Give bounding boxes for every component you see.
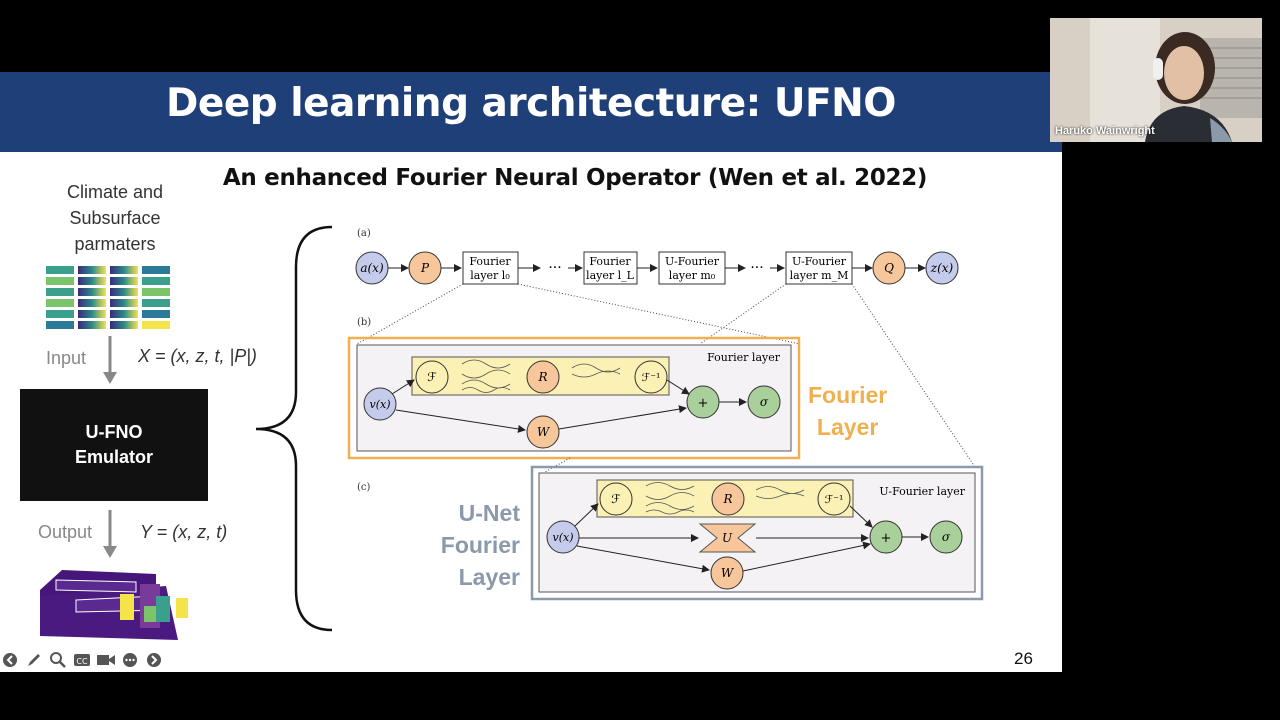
svg-text:ℱ: ℱ [611, 492, 621, 506]
input-arrow [103, 336, 117, 384]
svg-text:v(x): v(x) [552, 531, 573, 544]
climate-parameters-label: Climate and Subsurface parmaters [40, 179, 190, 257]
svg-text:ℱ: ℱ [427, 370, 437, 384]
input-equation: X = (x, z, t, |P|) [138, 346, 257, 366]
svg-text:Fourier: Fourier [589, 255, 631, 268]
slide-subtitle: An enhanced Fourier Neural Operator (Wen… [222, 165, 928, 191]
svg-text:W: W [721, 566, 735, 580]
svg-text:U-Fourier: U-Fourier [665, 255, 720, 268]
parameter-heatmap [46, 266, 170, 329]
svg-text:ℱ⁻¹: ℱ⁻¹ [825, 493, 844, 506]
svg-text:R: R [722, 492, 732, 506]
box-fourier-layer-lL [583, 251, 638, 285]
box-ufourier-layer-mM [785, 251, 853, 285]
node-p-label: P [420, 261, 430, 275]
presentation-toolbar: CC [0, 650, 164, 670]
camera-icon[interactable] [96, 650, 116, 670]
fourier-layer-caption: Fourier layer [707, 351, 781, 364]
svg-text:+: + [881, 531, 892, 546]
svg-text:ℱ⁻¹: ℱ⁻¹ [642, 371, 661, 384]
ufourier-layer-highlight [530, 465, 984, 601]
page-number: 26 [1014, 649, 1033, 668]
speaker-video-tile[interactable]: Haruko Wainwright [1050, 18, 1262, 142]
svg-text:U-Fourier: U-Fourier [792, 255, 847, 268]
svg-text:layer l₀: layer l₀ [470, 269, 510, 282]
svg-text:v(x): v(x) [369, 398, 390, 411]
svg-text:σ: σ [760, 395, 769, 409]
pen-icon[interactable] [24, 650, 44, 670]
output-label: Output [38, 522, 93, 542]
svg-text:W: W [537, 425, 551, 439]
slide: Deep learning architecture: UFNO An enha… [0, 72, 1062, 672]
fourier-layer-highlight [347, 336, 801, 460]
ellipsis-1: ··· [548, 260, 561, 276]
title-bar: Deep learning architecture: UFNO [0, 72, 1062, 152]
svg-text:R: R [537, 370, 547, 384]
node-a-x-label: a(x) [360, 261, 384, 275]
ellipsis-2: ··· [750, 260, 763, 276]
climate-line: Climate and [66, 182, 164, 202]
ufno-emulator-box: U-FNO Emulator [20, 389, 208, 501]
output-arrow [103, 510, 117, 558]
captions-icon[interactable]: CC [72, 650, 92, 670]
svg-text:+: + [698, 396, 709, 411]
emulator-line: U-FNO [85, 422, 143, 442]
svg-text:layer m₀: layer m₀ [669, 269, 716, 282]
node-z-x-label: z(x) [930, 261, 954, 275]
fourier-layer-callout: Fourier Layer [808, 382, 888, 440]
panel-b-label: (b) [357, 317, 371, 328]
output-plume-image [40, 570, 188, 640]
svg-text:U: U [722, 531, 733, 545]
curly-brace [255, 225, 333, 632]
node-q-label: Q [884, 261, 894, 275]
climate-line: Subsurface [69, 208, 161, 228]
node-z-x [925, 251, 959, 285]
panel-c-label: (c) [357, 482, 371, 493]
ufno-architecture-diagram: (a) a(x) P Fourier layer l₀ ··· Fourier … [255, 225, 984, 632]
svg-text:σ: σ [942, 530, 951, 544]
svg-text:layer l_L: layer l_L [586, 269, 635, 282]
svg-text:layer m_M: layer m_M [790, 269, 849, 282]
box-fourier-layer-l0 [462, 251, 519, 285]
svg-text:CC: CC [76, 657, 88, 666]
input-label: Input [46, 348, 87, 368]
output-equation: Y = (x, z, t) [140, 522, 228, 542]
ufourier-layer-caption: U-Fourier layer [879, 485, 965, 498]
slide-title: Deep learning architecture: UFNO [166, 81, 896, 126]
next-icon[interactable] [144, 650, 164, 670]
emulator-line: Emulator [74, 447, 153, 467]
climate-line: parmaters [74, 234, 156, 254]
svg-text:Fourier: Fourier [469, 255, 511, 268]
unet-block [698, 523, 757, 553]
previous-icon[interactable] [0, 650, 20, 670]
more-icon[interactable] [120, 650, 140, 670]
unet-fourier-layer-callout: U-Net Fourier Layer [440, 500, 520, 590]
zoom-icon[interactable] [48, 650, 68, 670]
speaker-name: Haruko Wainwright [1055, 125, 1155, 137]
panel-a-label: (a) [357, 228, 371, 239]
speaker-video-frame [1050, 18, 1262, 142]
